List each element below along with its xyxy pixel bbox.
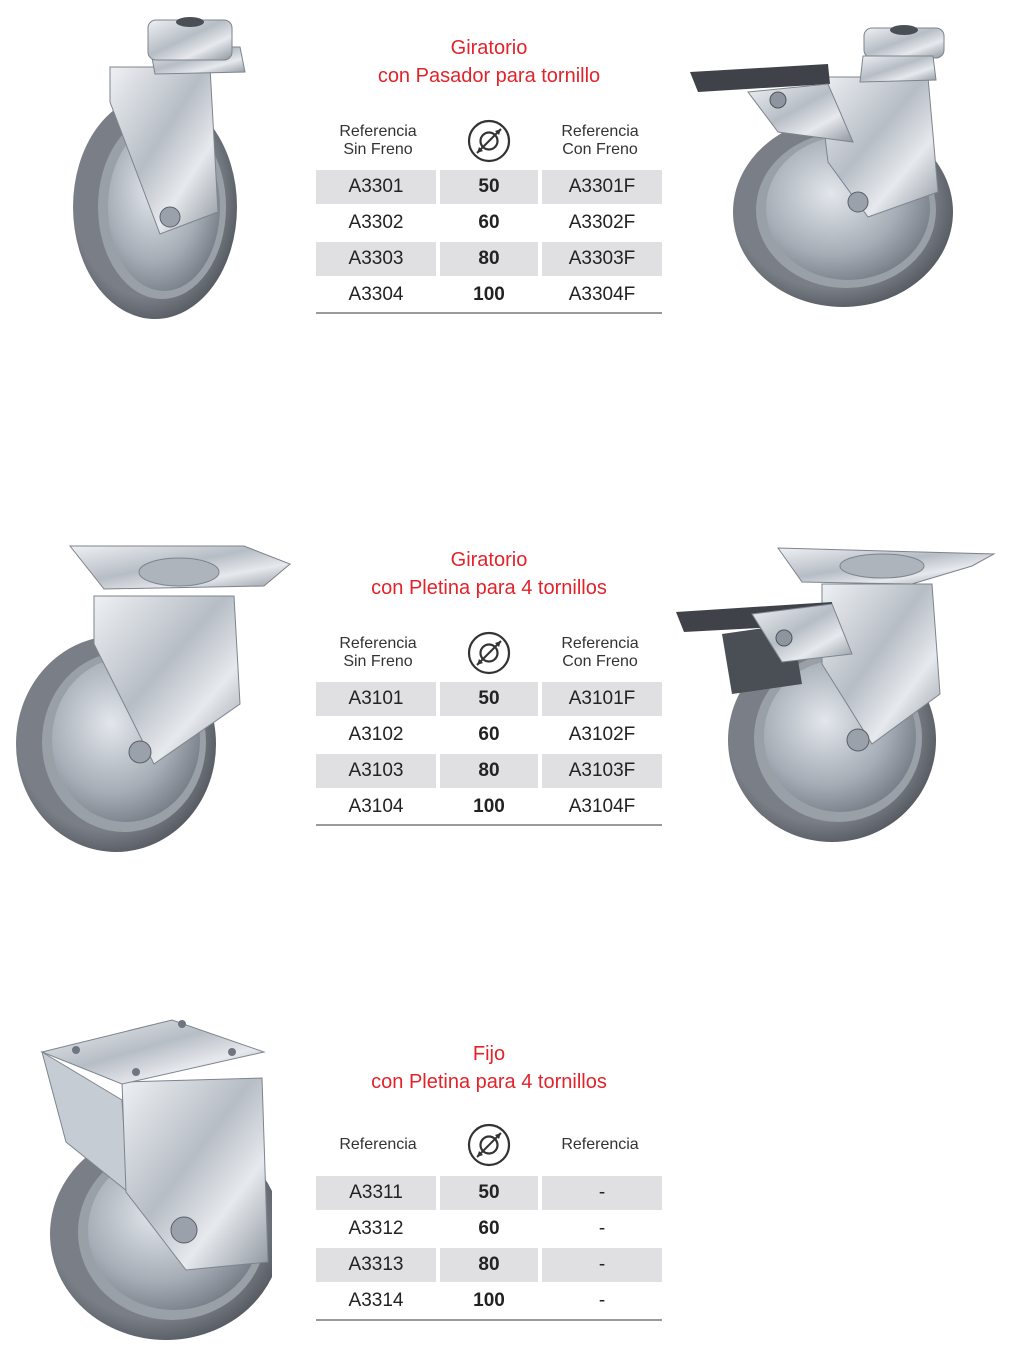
diameter-cell: 50 bbox=[440, 682, 538, 716]
reference-cell: A3103 bbox=[316, 754, 436, 788]
reference-brake-cell: A3301F bbox=[542, 170, 662, 204]
table-row: A3312 60 - bbox=[316, 1212, 662, 1246]
swivel-bolt-hole-brake-caster-image bbox=[690, 25, 953, 307]
diameter-cell: 60 bbox=[478, 724, 500, 745]
section-title-line2: con Pletina para 4 tornillos bbox=[371, 577, 607, 599]
diameter-cell: 80 bbox=[440, 1248, 538, 1282]
reference-cell: A3102 bbox=[348, 724, 404, 745]
table-row: A3302 60 A3302F bbox=[316, 206, 662, 240]
table-row: A3103 80 A3103F bbox=[316, 754, 662, 788]
table-row: A3101 50 A3101F bbox=[316, 682, 662, 716]
diameter-cell: 80 bbox=[440, 242, 538, 276]
table-row: A3313 80 - bbox=[316, 1248, 662, 1282]
table-row: A3311 50 - bbox=[316, 1176, 662, 1210]
reference-brake-cell: A3302F bbox=[568, 212, 636, 233]
section-title-line1: Giratorio bbox=[450, 37, 528, 59]
diameter-icon bbox=[467, 119, 511, 163]
diameter-cell: 100 bbox=[473, 796, 505, 817]
reference-cell: A3101 bbox=[316, 682, 436, 716]
table-bottom-rule bbox=[316, 824, 662, 826]
reference-cell: A3312 bbox=[348, 1218, 404, 1239]
table-row: A3304 100 A3304F bbox=[316, 278, 662, 312]
reference-cell: A3104 bbox=[348, 796, 404, 817]
reference-cell: A3313 bbox=[316, 1248, 436, 1282]
section-title-line2: con Pasador para tornillo bbox=[377, 65, 601, 87]
reference-brake-cell: A3102F bbox=[568, 724, 636, 745]
reference-cell: A3301 bbox=[316, 170, 436, 204]
fixed-plate-caster-image bbox=[40, 1019, 272, 1340]
column-header-reference-2: Referencia bbox=[561, 1136, 639, 1153]
reference-brake-cell: A3304F bbox=[568, 284, 636, 305]
table-row: A3303 80 A3303F bbox=[316, 242, 662, 276]
reference-brake-cell: - bbox=[542, 1248, 662, 1282]
diameter-icon bbox=[467, 1123, 511, 1167]
diameter-cell: 60 bbox=[478, 212, 500, 233]
table-row: A3102 60 A3102F bbox=[316, 718, 662, 752]
swivel-plate-brake-caster-image bbox=[676, 547, 996, 842]
table-row: A3301 50 A3301F bbox=[316, 170, 662, 204]
reference-cell: A3302 bbox=[348, 212, 404, 233]
section-title-line1: Fijo bbox=[472, 1043, 506, 1065]
diameter-cell: 80 bbox=[440, 754, 538, 788]
reference-brake-cell: A3303F bbox=[542, 242, 662, 276]
reference-cell: A3311 bbox=[316, 1176, 436, 1210]
swivel-bolt-hole-caster-image bbox=[73, 17, 246, 319]
reference-brake-cell: A3103F bbox=[542, 754, 662, 788]
table-row: A3314 100 - bbox=[316, 1284, 662, 1318]
reference-cell: A3303 bbox=[316, 242, 436, 276]
diameter-cell: 50 bbox=[440, 170, 538, 204]
diameter-icon bbox=[467, 631, 511, 675]
table-bottom-rule bbox=[316, 312, 662, 314]
reference-cell: A3314 bbox=[348, 1290, 404, 1311]
reference-brake-cell: - bbox=[542, 1176, 662, 1210]
reference-table: Referencia Referencia A3311 50 - A3312 6… bbox=[316, 1122, 662, 1322]
diameter-cell: 100 bbox=[473, 1290, 505, 1311]
diameter-cell: 60 bbox=[478, 1218, 500, 1239]
table-row: A3104 100 A3104F bbox=[316, 790, 662, 824]
swivel-plate-caster-image bbox=[16, 545, 291, 852]
section-title-line2: con Pletina para 4 tornillos bbox=[371, 1071, 607, 1093]
reference-brake-cell: - bbox=[598, 1290, 606, 1311]
reference-brake-cell: A3101F bbox=[542, 682, 662, 716]
column-header-reference: Referencia bbox=[339, 1136, 417, 1153]
table-bottom-rule bbox=[316, 1319, 662, 1321]
reference-brake-cell: A3104F bbox=[568, 796, 636, 817]
reference-brake-cell: - bbox=[598, 1218, 606, 1239]
diameter-cell: 50 bbox=[440, 1176, 538, 1210]
section-title-line1: Giratorio bbox=[450, 549, 528, 571]
reference-cell: A3304 bbox=[348, 284, 404, 305]
diameter-cell: 100 bbox=[473, 284, 505, 305]
